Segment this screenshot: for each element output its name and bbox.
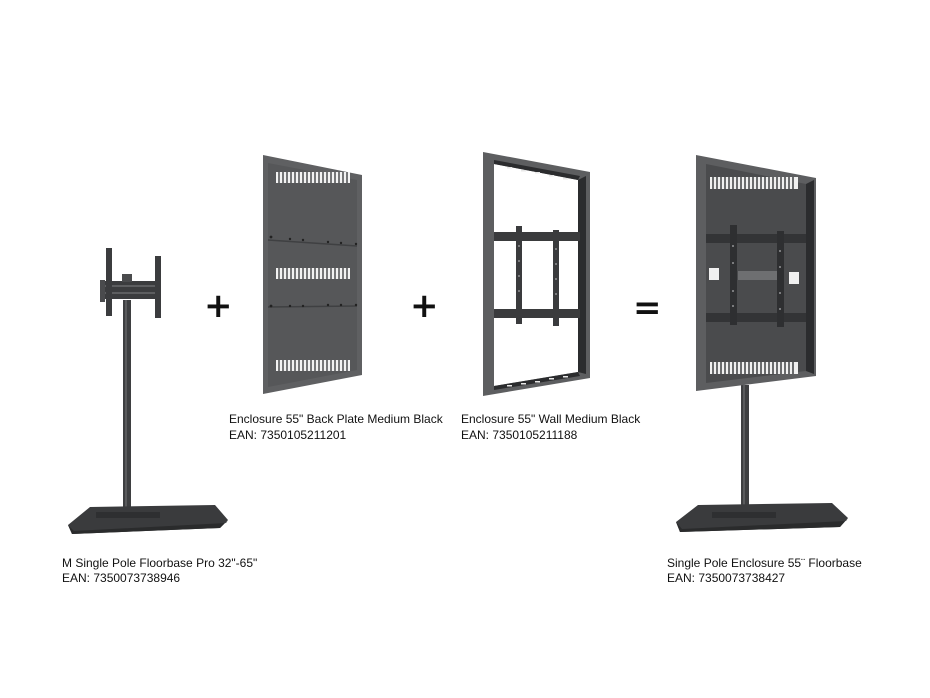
product-ean: EAN: 7350105211188 (461, 428, 578, 442)
product-ean: EAN: 7350073738946 (62, 571, 181, 585)
product-ean: EAN: 7350073738427 (667, 571, 786, 585)
product-name: Enclosure 55" Back Plate Medium Black (229, 412, 443, 426)
plus-operator: + (410, 286, 439, 326)
product-name: M Single Pole Floorbase Pro 32"-65" (62, 556, 258, 570)
product-ean: EAN: 7350105211201 (229, 428, 347, 442)
equals-operator: = (633, 288, 662, 328)
product-name: Single Pole Enclosure 55¨ Floorbase (667, 556, 862, 570)
plus-operator: + (204, 286, 233, 326)
product-name: Enclosure 55" Wall Medium Black (461, 412, 641, 426)
